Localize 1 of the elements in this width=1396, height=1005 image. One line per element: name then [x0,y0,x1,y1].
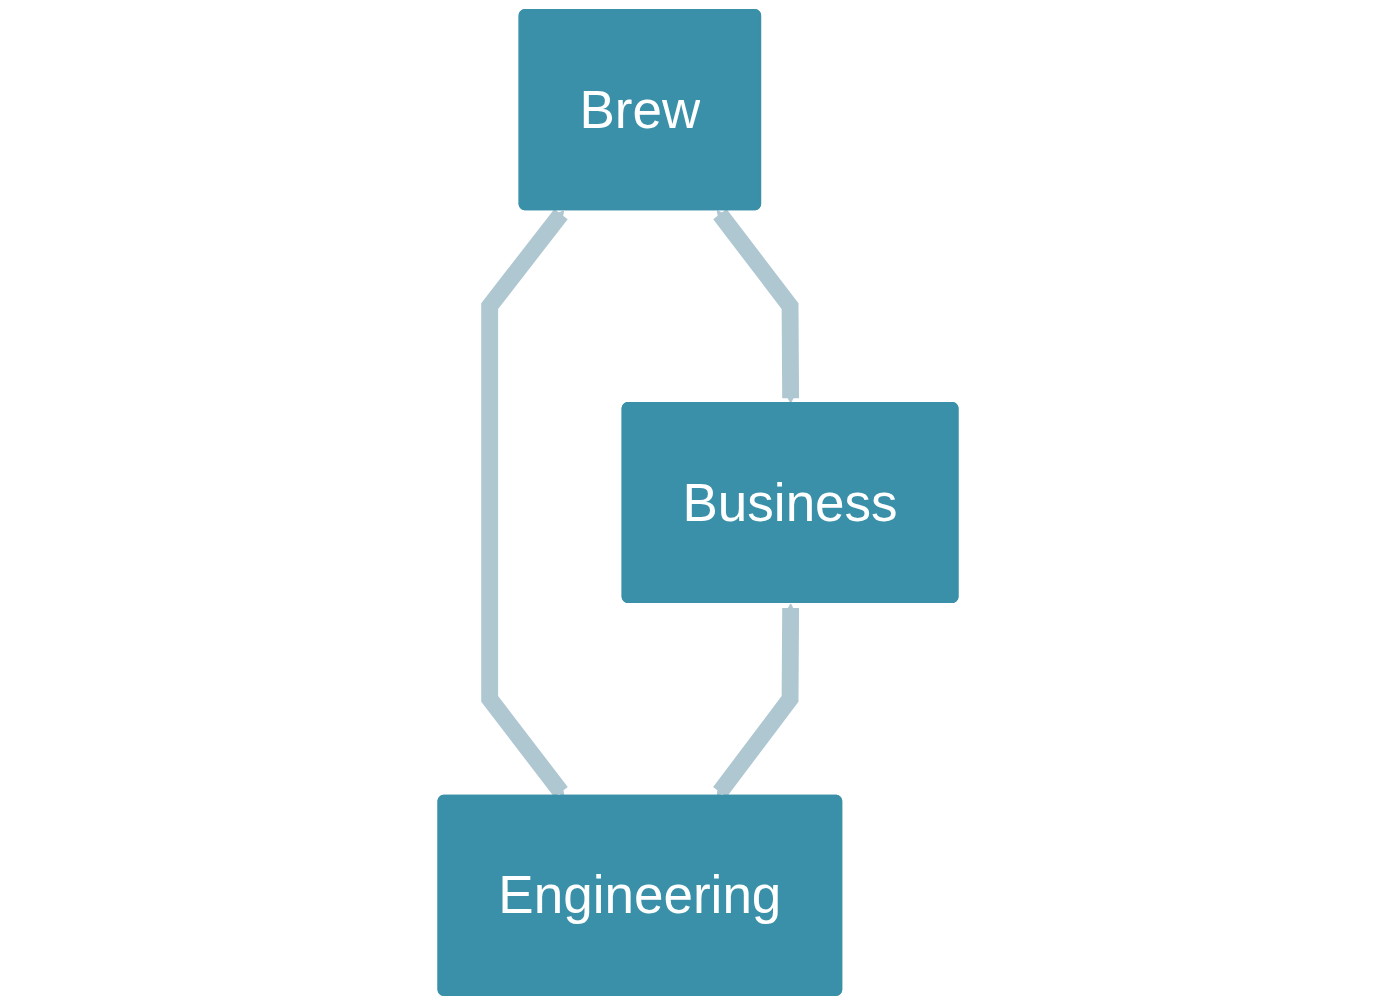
arrow [713,208,800,404]
